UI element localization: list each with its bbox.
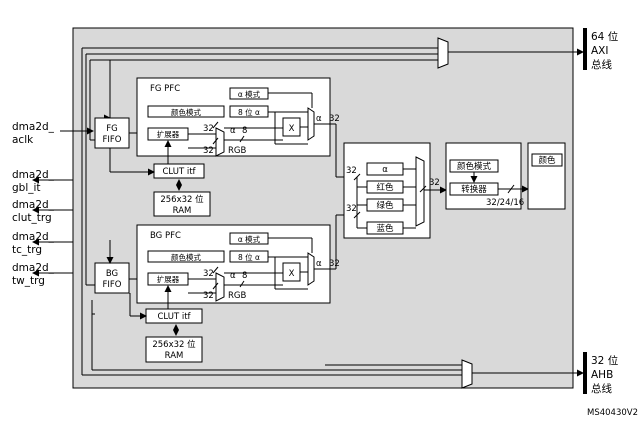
output-width-label: 32/24/16 xyxy=(486,198,524,208)
bg-rgb-mux xyxy=(215,272,225,302)
bg-alpha-out-label: α xyxy=(316,259,322,269)
signal-aclk-l2: aclk xyxy=(12,134,34,146)
fg-alpha8-label: 8 位 α xyxy=(238,107,260,117)
fg-width-32b: 32 xyxy=(203,146,214,156)
signal-gbl-it-l2: gbl_it xyxy=(12,182,41,194)
axi-bus-wiring xyxy=(81,47,438,375)
fg-alpha-mode-label: α 模式 xyxy=(238,89,261,99)
fg-fifo-l2: FIFO xyxy=(103,135,122,145)
signal-tc-trg-l2: tc_trg xyxy=(12,244,42,256)
bg-width-32b: 32 xyxy=(203,291,214,301)
fg-alpha-mux xyxy=(307,107,315,141)
bg-alpha-label: α xyxy=(230,271,236,281)
axi-label-line2: AXI xyxy=(591,45,608,57)
fg-alpha-label: α xyxy=(230,126,236,136)
fg-clut-itf-label: CLUT itf xyxy=(162,167,196,177)
bg-rgb-label: RGB xyxy=(228,291,246,301)
bg-alpha-mode-label: α 模式 xyxy=(238,234,261,244)
fg-width-32out: 32 xyxy=(329,114,340,124)
bg-color-mode[interactable] xyxy=(147,250,225,263)
blender-red-label: 红色 xyxy=(376,182,394,193)
ahb-bus-wiring xyxy=(82,300,462,376)
ahb-mux xyxy=(461,359,473,389)
blender-alpha-label: α xyxy=(382,165,388,175)
fg-alpha-out-label: α xyxy=(316,114,322,124)
signal-clut-trg-l1: dma2d_ xyxy=(12,199,55,211)
bg-expander-label: 扩展器 xyxy=(157,274,180,284)
bg-width-32a: 32 xyxy=(203,269,214,279)
fg-color-mode-label: 颜色模式 xyxy=(171,107,201,117)
color-register-label: 颜色 xyxy=(538,155,556,166)
ahb-label-line3: 总线 xyxy=(591,382,612,395)
output-width-tick xyxy=(507,184,515,194)
bg-ram-l2: RAM xyxy=(165,351,184,361)
ahb-label-line1: 32 位 xyxy=(591,354,619,367)
blender-width-32-bot: 32 xyxy=(429,178,440,188)
axi-label-line3: 总线 xyxy=(591,58,612,71)
fg-color-mode[interactable] xyxy=(147,105,225,118)
fg-width-8: 8 xyxy=(242,126,247,136)
blender-green-label: 绿色 xyxy=(376,200,394,211)
bg-alpha-mux xyxy=(307,252,315,286)
bg-pfc-wiring xyxy=(188,237,313,294)
figure-id: MS40430V2 xyxy=(587,408,638,418)
signal-tc-trg-l1: dma2d_ xyxy=(12,231,55,243)
signal-aclk-l1: dma2d_ xyxy=(12,121,55,133)
output-color-mode-label: 颜色模式 xyxy=(457,161,492,172)
bg-clut-ram xyxy=(145,336,203,363)
ahb-label-line2: AHB xyxy=(591,369,613,381)
axi-mux xyxy=(437,37,449,69)
output-pfc xyxy=(445,142,522,210)
axi-label-line1: 64 位 xyxy=(591,30,619,43)
bg-fifo-l1: BG xyxy=(106,269,118,279)
color-register xyxy=(527,142,566,210)
fg-ram-l1: 256x32 位 xyxy=(160,194,204,205)
bg-clut-itf-label: CLUT itf xyxy=(157,312,191,322)
bg-width-8: 8 xyxy=(242,271,247,281)
output-converter-label: 转换器 xyxy=(461,184,487,195)
blender-width-32-mid: 32 xyxy=(346,204,357,214)
blender-width-32-top: 32 xyxy=(346,166,357,176)
signal-gbl-it-l1: dma2d_ xyxy=(12,169,55,181)
bg-multiplier-label: X xyxy=(289,269,295,279)
blender-blue-label: 蓝色 xyxy=(376,223,394,234)
bg-pfc-title: BG PFC xyxy=(150,231,181,241)
bg-color-mode-label: 颜色模式 xyxy=(171,252,201,262)
bg-ram-l1: 256x32 位 xyxy=(152,339,196,350)
color-register-field[interactable] xyxy=(531,153,563,167)
fg-fifo xyxy=(94,117,130,149)
fg-fifo-l1: FG xyxy=(106,124,117,134)
signal-tw-trg-l1: dma2d_ xyxy=(12,262,55,274)
bg-alpha8-label: 8 位 α xyxy=(238,252,260,262)
fg-pfc-wiring xyxy=(188,92,313,149)
fg-pfc-title: FG PFC xyxy=(150,84,180,94)
signal-tw-trg-l2: tw_trg xyxy=(12,275,45,287)
fg-multiplier-label: X xyxy=(289,124,295,134)
fg-expander-label: 扩展器 xyxy=(157,129,180,139)
signal-clut-trg-l2: clut_trg xyxy=(12,212,52,224)
fg-clut-ram xyxy=(153,191,211,217)
fg-rgb-mux xyxy=(215,127,225,157)
fg-rgb-label: RGB xyxy=(228,146,246,156)
bg-fifo-l2: FIFO xyxy=(103,280,122,290)
fg-ram-l2: RAM xyxy=(173,206,192,216)
fg-width-32a: 32 xyxy=(203,124,214,134)
bg-width-32out: 32 xyxy=(329,259,340,269)
blender-wiring xyxy=(353,168,427,229)
